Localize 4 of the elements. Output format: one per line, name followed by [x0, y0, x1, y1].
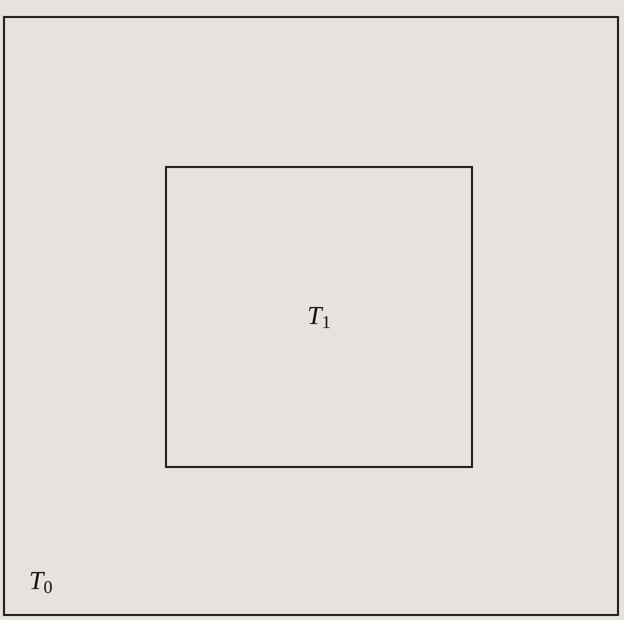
region-label: T$_{0}$	[29, 566, 52, 598]
region-box	[3, 16, 619, 616]
region-box	[165, 166, 473, 468]
region-label: T$_{1}$	[307, 301, 331, 333]
